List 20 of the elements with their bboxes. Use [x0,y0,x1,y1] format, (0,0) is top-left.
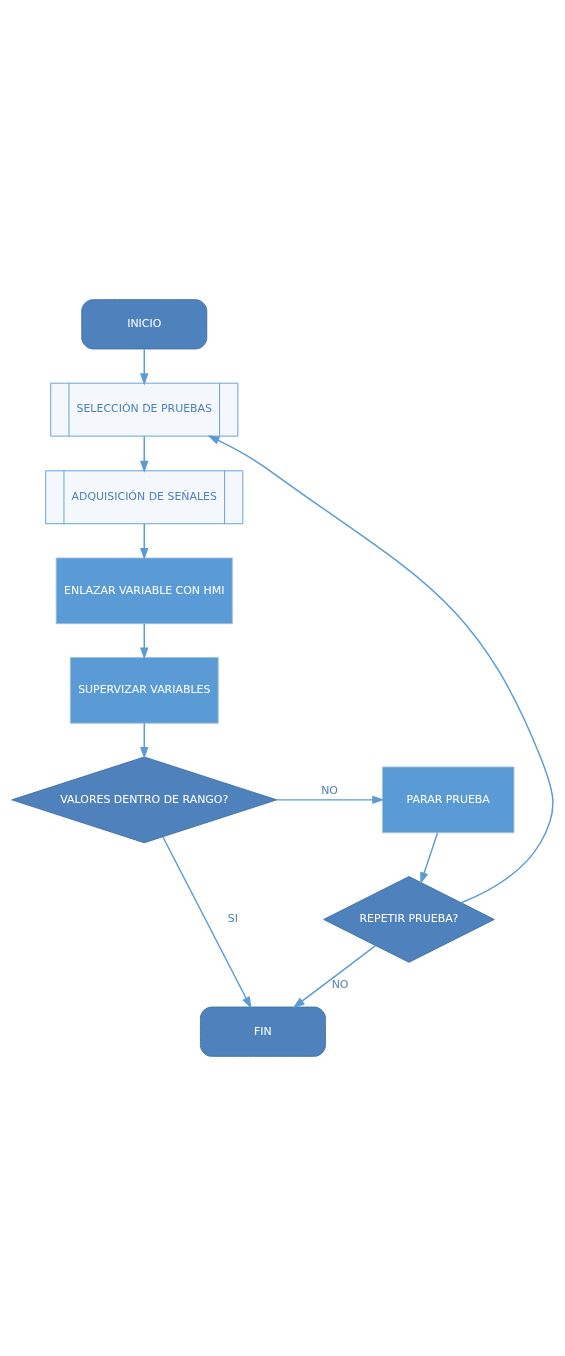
arrow [275,795,385,805]
edge-label: NO [321,784,338,798]
node-box: FIN [199,1006,326,1057]
arrow [420,832,439,885]
node-box: PARAR PRUEBA [382,766,515,834]
arrow [162,836,252,1009]
node-box: INICIO [81,299,208,350]
arrow [140,435,149,473]
arrow [292,944,377,1009]
node-box: ENLAZAR VARIABLE CON HMI [55,557,233,625]
arrow [207,435,554,904]
edge-label: SI [227,912,238,926]
node-diamond: REPETIR PRUEBA? [323,876,495,963]
arrow [140,623,149,660]
arrow [140,722,149,760]
edge-label: NO [331,977,349,991]
node-box: SUPERVIZAR VARIABLES [69,657,219,724]
arrow [140,523,149,560]
arrow [140,348,149,386]
node-diamond: VALORES DENTRO DE RANGO? [11,756,278,844]
